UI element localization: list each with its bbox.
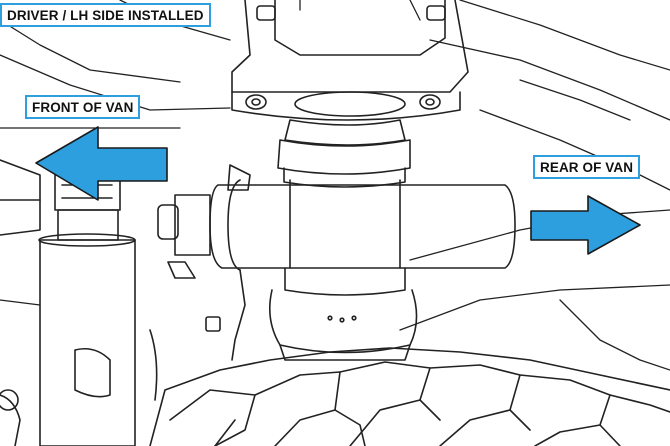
lower-piston <box>269 267 418 361</box>
cross-tube <box>157 164 516 279</box>
shock-absorber <box>0 159 136 446</box>
tire-tread <box>149 347 670 446</box>
front-direction-arrow <box>35 126 168 201</box>
air-bellows <box>277 119 411 188</box>
rear-of-van-label: REAR OF VAN <box>533 155 641 179</box>
driver-side-label: DRIVER / LH SIDE INSTALLED <box>0 3 211 27</box>
linkage-rod <box>149 269 246 401</box>
front-of-van-label: FRONT OF VAN <box>25 95 141 119</box>
upper-mount-bracket <box>231 0 469 121</box>
rear-direction-arrow <box>530 195 641 255</box>
